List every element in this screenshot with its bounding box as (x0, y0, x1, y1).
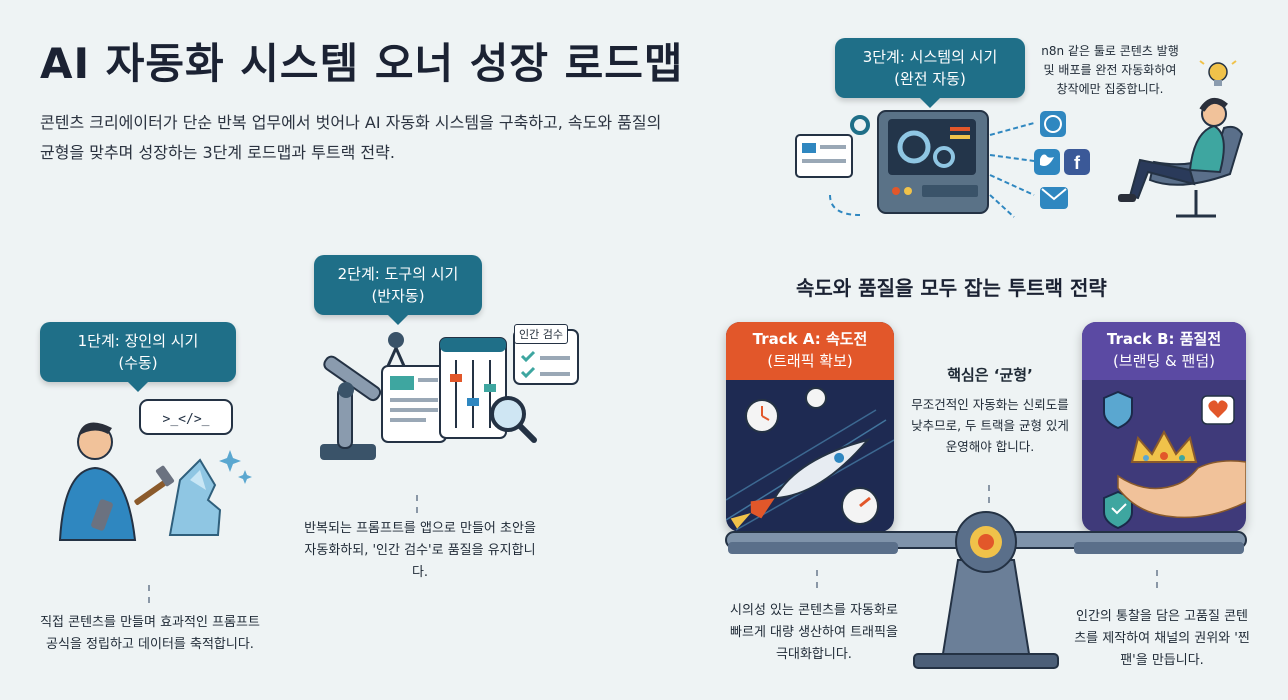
magnifier-icon (490, 396, 526, 432)
page-subtitle: 콘텐츠 크리에이터가 단순 반복 업무에서 벗어나 AI 자동화 시스템을 구축… (40, 113, 662, 162)
tools-illustration (320, 329, 579, 460)
person-body (58, 466, 137, 541)
track-b-desc: 인간의 통찰을 담은 고품질 콘텐츠를 제작하여 채널의 권위와 '찐팬'을 만… (1074, 609, 1250, 668)
rocket-icon (730, 438, 871, 529)
core-title: 핵심은 ‘균형’ (947, 366, 1033, 384)
track-a-title: Track A: 속도전 (752, 330, 868, 348)
terminal-icon: >_</>_ (163, 412, 210, 427)
stage1-bubble: 1단계: 장인의 시기 (수동) (40, 322, 236, 392)
relaxing-person-illustration (1118, 60, 1244, 218)
track-a-header: Track A: 속도전 (트래픽 확보) (726, 322, 894, 380)
automation-system-illustration: f (795, 110, 1090, 218)
track-b-header: Track B: 품질전 (브랜딩 & 팬덤) (1082, 322, 1246, 380)
page-title: AI 자동화 시스템 오너 성장 로드맵 (40, 39, 684, 88)
review-tag: 인간 검수 (514, 324, 568, 344)
svg-text:f: f (1074, 153, 1081, 173)
stage1-title: 1단계: 장인의 시기 (77, 332, 199, 350)
facebook-icon (1064, 149, 1090, 175)
track-b-title: Track B: 품질전 (1106, 330, 1222, 348)
track-a-card: Track A: 속도전 (트래픽 확보) (726, 322, 894, 532)
crown-icon (1130, 429, 1198, 463)
gear-icon (850, 115, 870, 135)
stage3-sub: (완전 자동) (894, 70, 966, 88)
track-a-sub: (트래픽 확보) (767, 352, 853, 370)
stage2-desc: 반복되는 프롬프트를 앱으로 만들어 초안을 자동화하되, '인간 검수'로 품… (304, 521, 536, 580)
stage3-title: 3단계: 시스템의 시기 (862, 48, 998, 66)
strategy-heading: 속도와 품질을 모두 잡는 투트랙 전략 (796, 276, 1107, 300)
stage2-bubble: 2단계: 도구의 시기 (반자동) (314, 255, 482, 325)
scale-pillar (940, 559, 1032, 661)
input-document (795, 134, 853, 178)
craftsman-illustration: >_</>_ (58, 399, 252, 541)
lightbulb-icon (1208, 62, 1228, 82)
stage2-sub: (반자동) (371, 287, 425, 305)
sculpture (168, 458, 222, 536)
track-b-sub: (브랜딩 & 팬덤) (1113, 352, 1215, 370)
machine-gear-icon (897, 130, 931, 164)
speed-illustration (726, 387, 894, 531)
stage2-title: 2단계: 도구의 시기 (337, 265, 459, 283)
globe-icon (1040, 111, 1066, 137)
hammer-icon (134, 481, 166, 505)
track-b-card: Track B: 품질전 (브랜딩 & 팬덤) (1082, 322, 1246, 532)
balance-scale-icon (725, 511, 1247, 669)
shield-icon (1103, 390, 1133, 430)
quality-illustration (1103, 390, 1246, 530)
stage3-bubble: 3단계: 시스템의 시기 (완전 자동) (835, 38, 1025, 108)
stage3-desc: n8n 같은 툴로 콘텐츠 발행 및 배포를 완전 자동화하여 창작에만 집중합… (1041, 44, 1179, 96)
hands (1117, 460, 1246, 519)
stage1-desc: 직접 콘텐츠를 만들며 효과적인 프롬프트 공식을 정립하고 데이터를 축적합니… (40, 615, 260, 652)
stage1-sub: (수동) (118, 354, 158, 372)
chisel-icon (91, 499, 113, 531)
gauge-icon (805, 387, 827, 409)
sparkle-icon (219, 450, 241, 472)
robot-arm-icon (320, 444, 376, 460)
code-bubble (139, 399, 233, 435)
core-desc: 무조건적인 자동화는 신뢰도를 낮추므로, 두 트랙을 균형 있게 운영해야 합… (911, 397, 1069, 454)
track-a-desc: 시의성 있는 콘텐츠를 자동화로 빠르게 대량 생산하여 트래픽을 극대화합니다… (730, 603, 898, 662)
